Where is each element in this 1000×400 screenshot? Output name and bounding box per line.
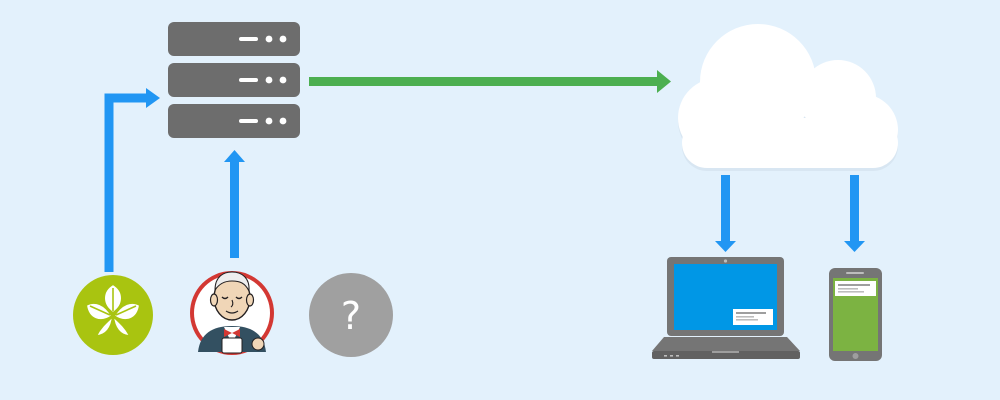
arrow-server-to-cloud xyxy=(309,70,671,93)
smartphone-icon xyxy=(829,268,882,361)
cloud-icon xyxy=(678,24,898,171)
server-stack-icon xyxy=(168,22,300,138)
arrow-jenkins-to-server xyxy=(224,150,245,258)
arrow-leaf-to-server xyxy=(104,88,160,272)
arrow-cloud-to-phone xyxy=(844,175,865,252)
leaf-icon xyxy=(73,275,153,355)
question-mark-icon: ? xyxy=(309,273,393,357)
laptop-icon xyxy=(652,257,800,359)
jenkins-butler-icon xyxy=(190,271,274,355)
server-unit-top xyxy=(168,22,300,56)
server-unit-middle xyxy=(168,63,300,97)
unknown-tool-symbol: ? xyxy=(341,294,361,338)
server-unit-bottom xyxy=(168,104,300,138)
arrow-cloud-to-laptop xyxy=(715,175,736,252)
